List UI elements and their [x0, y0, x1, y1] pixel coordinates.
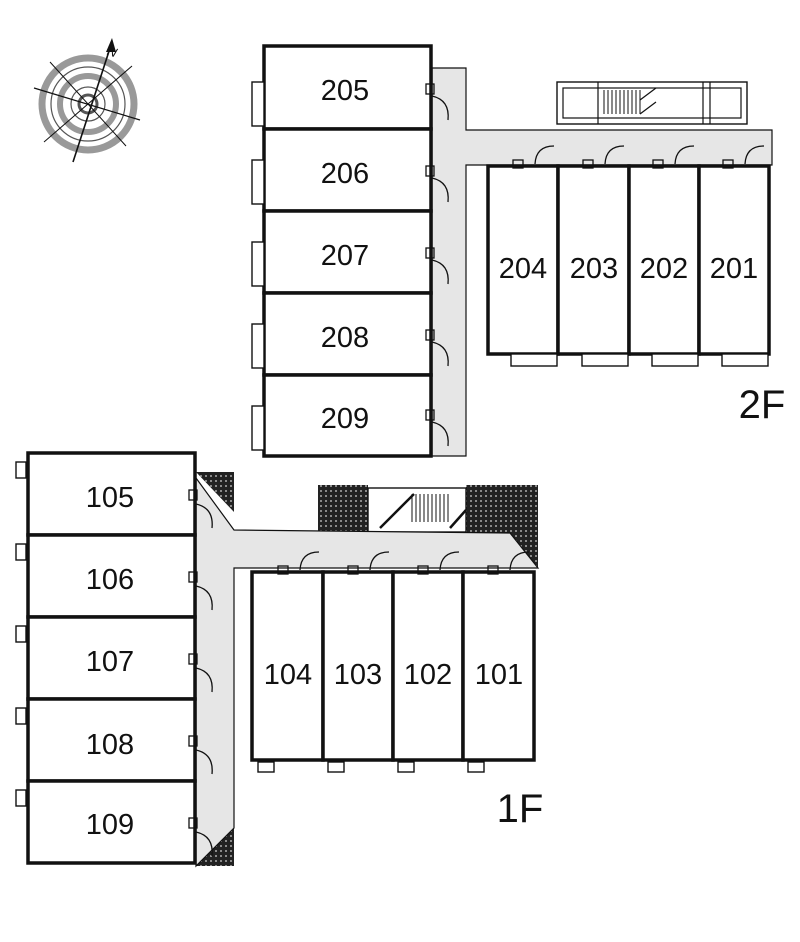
room-206-2f — [262, 127, 433, 213]
balconies-2f-right — [510, 353, 769, 367]
room-label: 209 — [321, 403, 369, 435]
balconies-2f-left — [251, 81, 265, 451]
floor-1f: 105 106 107 108 109 104 103 102 101 1F — [15, 451, 544, 868]
balconies-1f-right — [257, 761, 485, 773]
stairs-1f — [367, 487, 467, 533]
balconies-1f-left — [15, 461, 27, 807]
room-108-1f — [26, 697, 197, 783]
stairs-2f — [556, 81, 748, 125]
room-label: 106 — [86, 564, 134, 596]
room-101-1f — [461, 570, 536, 762]
room-205-2f — [262, 44, 433, 131]
room-label: 102 — [404, 659, 452, 691]
doors-2f — [425, 83, 765, 447]
room-105-1f — [26, 451, 197, 537]
room-label: 205 — [321, 75, 369, 107]
room-label: 204 — [499, 253, 547, 285]
hatched-areas-1f — [196, 472, 538, 866]
floor-label-1f: 1F — [497, 787, 544, 831]
room-label: 207 — [321, 240, 369, 272]
room-label: 203 — [570, 253, 618, 285]
compass-icon: N — [33, 38, 141, 163]
room-label: 107 — [86, 646, 134, 678]
room-label: 109 — [86, 809, 134, 841]
room-label: 101 — [475, 659, 523, 691]
room-label: 105 — [86, 482, 134, 514]
room-109-1f — [26, 779, 197, 865]
room-label: 201 — [710, 253, 758, 285]
doors-1f — [188, 489, 530, 857]
room-102-1f — [391, 570, 465, 762]
room-201-2f — [697, 164, 771, 356]
room-label: 104 — [264, 659, 312, 691]
room-208-2f — [262, 291, 433, 377]
room-202-2f — [627, 164, 701, 356]
room-label: 103 — [334, 659, 382, 691]
north-label: N — [105, 43, 120, 61]
room-label: 202 — [640, 253, 688, 285]
room-209-2f — [262, 373, 433, 458]
floor-label-2f: 2F — [739, 383, 786, 427]
room-label: 206 — [321, 158, 369, 190]
floor-2f: 205 206 207 208 209 204 203 202 201 2F — [251, 44, 786, 458]
corridor-1f — [195, 476, 540, 868]
room-label: 208 — [321, 322, 369, 354]
room-label: 108 — [86, 729, 134, 761]
